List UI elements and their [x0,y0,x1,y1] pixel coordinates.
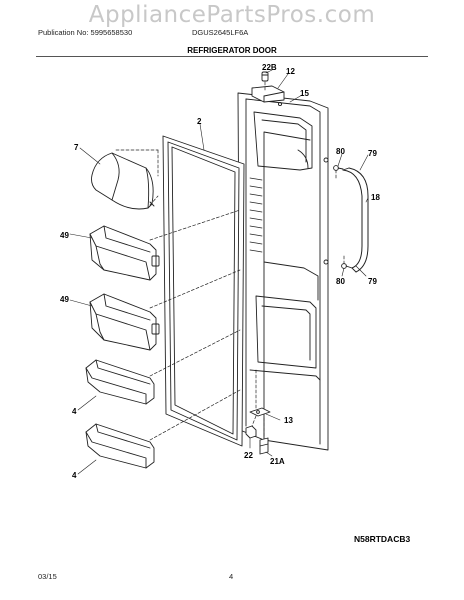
callout-22: 22 [244,451,253,460]
publication-number: Publication No: 5995658530 [38,28,133,37]
title-rule [36,56,428,57]
model-number: DGUS2645LF6A [192,28,249,37]
liner-shelf-rails [249,177,263,253]
door-shelf-lower [85,423,155,469]
callout-49-lower: 49 [60,295,69,304]
handle-screw-bottom [341,263,353,269]
door-handle [342,167,369,273]
callout-15: 15 [300,89,309,98]
dairy-door [91,152,155,210]
part-callouts: 22B 12 15 2 7 80 79 18 49 80 79 49 4 13 … [60,63,380,480]
callout-12: 12 [286,67,295,76]
callout-80-top: 80 [336,147,345,156]
callout-79-bottom: 79 [368,277,377,286]
callout-18: 18 [371,193,380,202]
door-bin-lower [89,293,160,351]
handle-screw-top [333,165,344,171]
callout-80-bottom: 80 [336,277,345,286]
callout-79-top: 79 [368,149,377,158]
watermark: AppliancePartsPros.com [88,2,376,28]
door-bin-upper [89,225,160,281]
diagram-code: N58RTDACB3 [354,534,411,544]
page-number: 4 [229,572,234,581]
top-hinge-cover [251,85,285,103]
callout-13: 13 [284,416,293,425]
callout-49-upper: 49 [60,231,69,240]
page-title: REFRIGERATOR DOOR [187,46,277,55]
door-shelf-upper [85,359,155,405]
door-panel [237,92,329,451]
callout-4-upper: 4 [72,407,77,416]
callout-2: 2 [197,117,202,126]
footer-date: 03/15 [38,572,57,581]
bottom-hinge-pin [259,437,269,455]
leader-lines [69,69,369,475]
callout-22b: 22B [262,63,277,72]
bottom-hinge-bracket [249,407,271,417]
callout-4-lower: 4 [72,471,77,480]
callout-21a: 21A [270,457,285,466]
door-gasket [162,135,245,447]
assembly-lines [115,81,345,441]
callout-7: 7 [74,143,79,152]
top-bushing [261,71,269,82]
